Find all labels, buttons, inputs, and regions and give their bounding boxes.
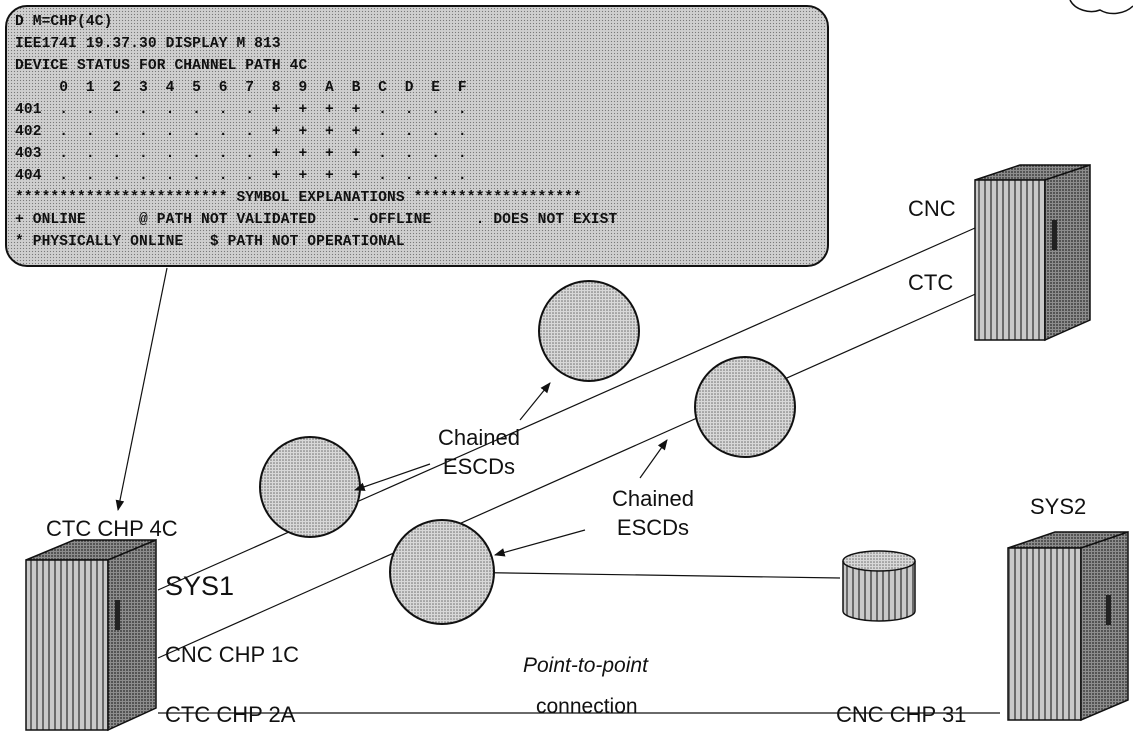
cnc-chp-31-label: CNC CHP 31 bbox=[836, 702, 967, 727]
console-callout-arrow bbox=[115, 267, 168, 512]
cloud-edge-icon bbox=[1069, 0, 1133, 15]
disk-storage-icon bbox=[842, 550, 916, 622]
ctc-right-label: CTC bbox=[908, 270, 954, 295]
console-line: * PHYSICALLY ONLINE $ PATH NOT OPERATION… bbox=[15, 234, 405, 250]
point-to-point-label: Point-to-point bbox=[523, 654, 648, 677]
arrow-to-escd-1 bbox=[519, 382, 551, 421]
escd-switch-2 bbox=[259, 436, 361, 538]
sys1-label: SYS1 bbox=[165, 571, 235, 601]
console-line: 403 . . . . . . . . + + + + . . . . bbox=[15, 146, 467, 162]
cnc-right-label: CNC bbox=[908, 196, 956, 221]
link-sys1-ctc bbox=[157, 291, 981, 659]
sys2-label: SYS2 bbox=[1030, 494, 1087, 519]
chained-escds-2-line1: Chained bbox=[612, 486, 694, 511]
console-line: 404 . . . . . . . . + + + + . . . . bbox=[15, 168, 467, 184]
cnc-chp-1c-label: CNC CHP 1C bbox=[165, 642, 300, 667]
connection-label: connection bbox=[536, 695, 638, 718]
chained-escds-1-line1: Chained bbox=[438, 425, 520, 450]
chained-escds-label-2: Chained ESCDs bbox=[612, 485, 694, 542]
console-display-output: D M=CHP(4C) IEE174I 19.37.30 DISPLAY M 8… bbox=[5, 5, 829, 267]
chained-escds-label-1: Chained ESCDs bbox=[438, 424, 520, 481]
console-line: ************************ SYMBOL EXPLANAT… bbox=[15, 190, 582, 206]
chained-escds-1-line2: ESCDs bbox=[442, 453, 516, 479]
arrow-to-escd-2 bbox=[353, 463, 431, 491]
console-line: DEVICE STATUS FOR CHANNEL PATH 4C bbox=[15, 58, 308, 74]
arrow-to-escd-4 bbox=[493, 529, 586, 557]
escd-switch-4 bbox=[389, 519, 495, 625]
remote-mainframe-icon bbox=[974, 163, 1091, 342]
console-line: 402 . . . . . . . . + + + + . . . . bbox=[15, 124, 467, 140]
ctc-chp-2a-label: CTC CHP 2A bbox=[165, 702, 296, 727]
arrow-to-escd-3 bbox=[639, 439, 668, 479]
chained-escds-2-line2: ESCDs bbox=[616, 514, 690, 540]
console-line: IEE174I 19.37.30 DISPLAY M 813 bbox=[15, 36, 281, 52]
console-line: + ONLINE @ PATH NOT VALIDATED - OFFLINE … bbox=[15, 212, 618, 228]
console-line: 401 . . . . . . . . + + + + . . . . bbox=[15, 102, 467, 118]
escd-switch-1 bbox=[538, 280, 640, 382]
escd-switch-3 bbox=[694, 356, 796, 458]
console-line: 0 1 2 3 4 5 6 7 8 9 A B C D E F bbox=[15, 80, 467, 96]
ctc-chp-4c-label: CTC CHP 4C bbox=[46, 516, 178, 541]
link-escd-disk bbox=[441, 571, 841, 579]
console-line: D M=CHP(4C) bbox=[15, 14, 113, 30]
sys2-mainframe-icon bbox=[1007, 530, 1129, 722]
sys1-mainframe-icon bbox=[25, 538, 157, 732]
